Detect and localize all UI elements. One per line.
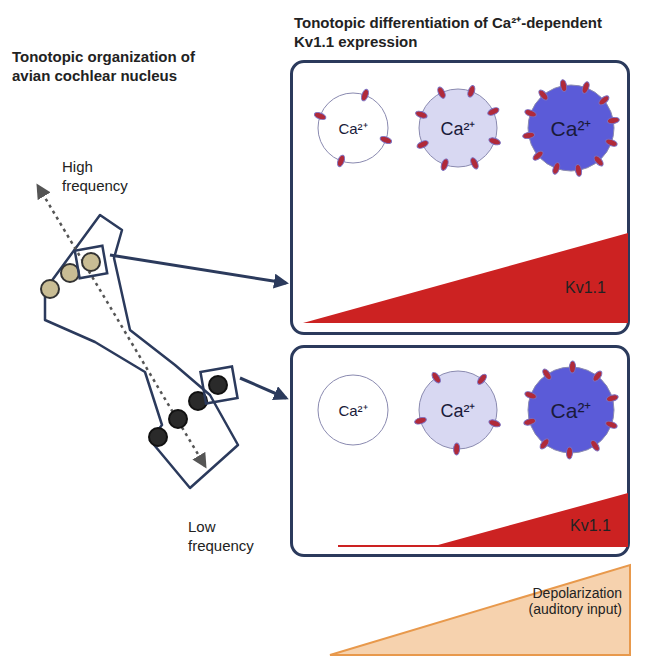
frequency-axis	[38, 186, 205, 466]
node-label: Kv1.1	[565, 279, 606, 297]
gradient-triangle: Kv1.1	[338, 493, 628, 547]
panel-box: Ca²⁺ Ca²⁺ Ca²⁺ Kv1.1	[290, 60, 630, 335]
nucleus-outline	[45, 215, 238, 488]
node-label: Kv1.1	[570, 517, 611, 535]
ion-label: Ca²⁺	[440, 398, 475, 422]
zoom-arrow	[110, 255, 286, 283]
axis-label: High frequency	[62, 158, 152, 196]
cell-circle: Ca²⁺	[527, 84, 615, 172]
ion-label: Ca²⁺	[551, 396, 592, 424]
ion-label: Ca²⁺	[551, 114, 592, 142]
node-label: Depolarization (auditory input)	[510, 585, 622, 617]
selection-box	[200, 366, 237, 403]
low-frequency-cells	[149, 376, 227, 446]
cell-circle: Ca²⁺	[317, 374, 389, 446]
triangle-shape	[303, 233, 628, 323]
panel-box: Ca²⁺ Ca²⁺ Ca²⁺ Kv1.1	[290, 345, 630, 557]
gradient-triangle: Depolarization (auditory input)	[330, 565, 630, 657]
ion-label: Ca²⁺	[338, 400, 367, 420]
cell-circle: Ca²⁺	[527, 366, 615, 454]
ion-label: Ca²⁺	[338, 118, 367, 138]
cell-circle: Ca²⁺	[317, 92, 389, 164]
cell-circle: Ca²⁺	[418, 88, 498, 168]
selection-box	[75, 246, 107, 278]
section-heading: Tonotopic differentiation of Ca²⁺-depend…	[294, 14, 624, 52]
axis-label: Low frequency	[188, 518, 278, 556]
zoom-arrow	[240, 378, 286, 398]
gradient-triangle: Kv1.1	[303, 233, 628, 323]
ion-label: Ca²⁺	[440, 116, 475, 140]
section-heading: Tonotopic organization of avian cochlear…	[12, 48, 222, 86]
cell-circle: Ca²⁺	[418, 370, 498, 450]
